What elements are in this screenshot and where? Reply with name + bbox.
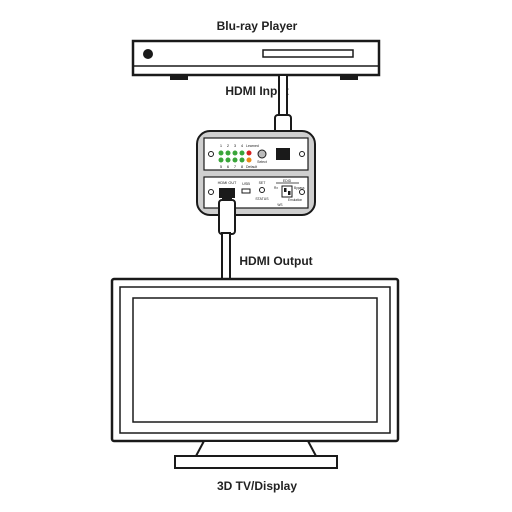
edid-switch-toggle-2	[288, 191, 291, 195]
input-label: HDMI Input	[225, 84, 288, 98]
led-number-7: 7	[234, 164, 237, 169]
hdmi-out-label: HDMI OUT	[218, 181, 237, 185]
top-panel-screw-right	[299, 151, 305, 157]
emulation-label: Emulation	[288, 198, 302, 202]
led-3-top	[232, 150, 238, 156]
led-5-bottom	[218, 157, 224, 163]
top-panel-screw-left	[208, 151, 214, 157]
led-1-top	[218, 150, 224, 156]
tv-stand-neck	[194, 440, 318, 457]
source-label: Blu-ray Player	[217, 19, 298, 33]
bottom-panel-screw-right	[299, 189, 305, 195]
disc-tray-slot	[262, 49, 354, 58]
edid-switch[interactable]	[281, 185, 293, 198]
output-connector-plug	[222, 191, 232, 201]
led-number-2: 2	[227, 143, 230, 148]
tv-display	[110, 277, 400, 469]
select-label: Select	[257, 160, 267, 164]
led-6-bottom	[225, 157, 231, 163]
usb-port[interactable]	[241, 188, 251, 194]
ws-label: WS	[277, 203, 282, 207]
default-label: Default	[246, 165, 257, 169]
rx-label: Rx	[274, 186, 278, 190]
led-default	[246, 157, 252, 163]
led-learned	[246, 150, 252, 156]
hdmi-output-cable	[218, 191, 236, 281]
edid-switch-toggle-1	[284, 188, 287, 192]
power-button-icon	[143, 49, 153, 59]
led-7-bottom	[232, 157, 238, 163]
tv-screen	[132, 297, 378, 423]
led-number-3: 3	[234, 143, 237, 148]
input-cable-strand	[278, 74, 288, 120]
display-label: 3D TV/Display	[217, 479, 297, 493]
bypass-label: Bypass	[294, 186, 305, 190]
led-number-6: 6	[227, 164, 230, 169]
led-4-top	[239, 150, 245, 156]
output-connector-boot	[218, 199, 236, 235]
hdmi-input-port	[276, 148, 290, 160]
output-cable-strand	[221, 232, 231, 281]
led-number-1: 1	[220, 143, 223, 148]
tv-stand-base	[174, 455, 338, 469]
edid-label: EDID	[283, 179, 292, 183]
led-number-8: 8	[241, 164, 244, 169]
output-label: HDMI Output	[239, 254, 312, 268]
led-number-5: 5	[220, 164, 223, 169]
usb-label: USB	[242, 182, 250, 186]
set-label: SET	[259, 181, 267, 185]
select-button[interactable]	[257, 149, 267, 159]
player-foot-right	[340, 75, 358, 80]
led-number-4: 4	[241, 143, 244, 148]
bottom-panel-screw-left	[208, 189, 214, 195]
learned-label: Learned	[246, 144, 259, 148]
set-button[interactable]	[259, 187, 265, 193]
hdmi-device: 1 2 3 4 Learned 5 6 7 8 Default Select H…	[196, 130, 316, 216]
led-8-bottom	[239, 157, 245, 163]
status-label: STATUS	[255, 197, 269, 201]
player-foot-left	[170, 75, 188, 80]
blu-ray-player	[131, 39, 381, 80]
led-2-top	[225, 150, 231, 156]
player-body	[131, 39, 381, 77]
